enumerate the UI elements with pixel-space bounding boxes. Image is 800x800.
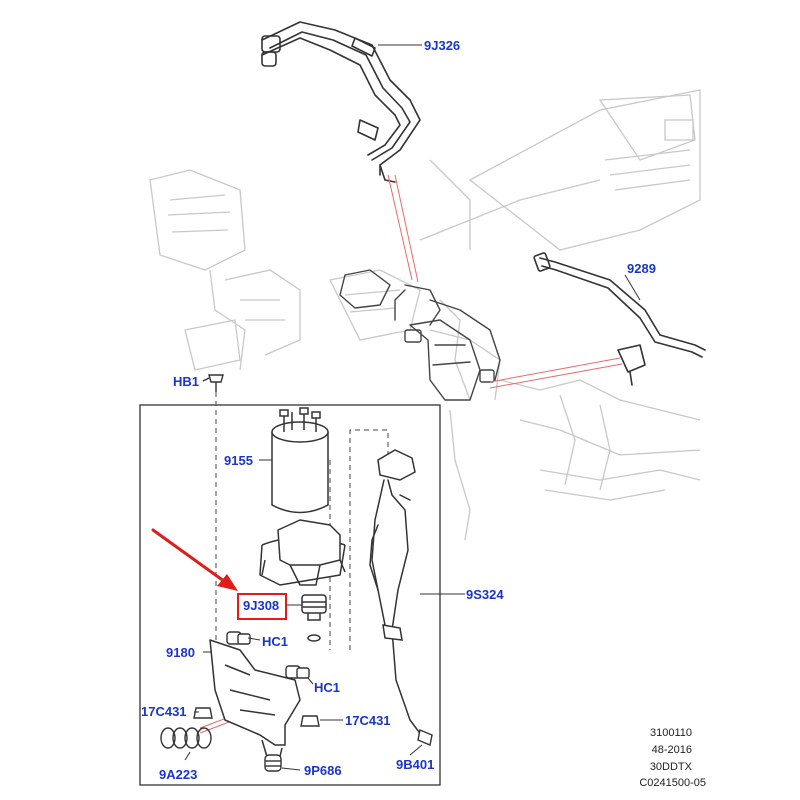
callout-9289: 9289: [627, 261, 656, 276]
background-engine-art: [149, 89, 701, 541]
clamp-9A223: [160, 727, 212, 749]
fuel-pipe-9J326: [261, 21, 421, 183]
leader-line: [624, 274, 641, 301]
callout-9S324: 9S324: [466, 587, 504, 602]
grommet-9P686: [264, 754, 282, 772]
leader-lines: [184, 459, 465, 771]
water-sensor-9J308: [301, 594, 327, 642]
inset-box: [139, 404, 441, 786]
reference-code: 3100110: [649, 727, 692, 739]
fuel-pipe-9289: [533, 252, 706, 386]
clip-HC1: [226, 631, 310, 679]
callout-HC1: HC1: [262, 634, 289, 649]
connector-9B401: [417, 729, 433, 746]
callout-9J308: 9J308: [243, 598, 280, 613]
callout-9155: 9155: [224, 453, 253, 468]
callout-17C431: 17C431: [141, 704, 187, 719]
nut-17C431: [193, 707, 320, 727]
sensor-harness-9S324: [369, 449, 426, 741]
fuel-filter-9155: [271, 407, 329, 514]
callout-9P686: 9P686: [304, 763, 342, 778]
callout-9180: 9180: [166, 645, 195, 660]
reference-code: 48-2016: [651, 744, 692, 756]
bolt-HB1: [202, 374, 224, 392]
red-connector-lines: [199, 174, 623, 734]
callout-HB1: HB1: [173, 374, 200, 389]
filter-bracket: [259, 519, 346, 586]
callout-HC1: HC1: [314, 680, 341, 695]
fuel-filter-installed-assembly: [339, 269, 501, 401]
highlight-box: [237, 593, 287, 620]
reference-code: C0241500-05: [639, 777, 706, 789]
reference-code: 30DDTX: [649, 761, 692, 773]
mounting-bracket-9180: [209, 639, 301, 766]
callout-9A223: 9A223: [159, 767, 198, 782]
red-arrow: [151, 528, 238, 591]
callout-9B401: 9B401: [396, 757, 435, 772]
callout-17C431: 17C431: [345, 713, 391, 728]
callout-9J326: 9J326: [424, 38, 461, 53]
